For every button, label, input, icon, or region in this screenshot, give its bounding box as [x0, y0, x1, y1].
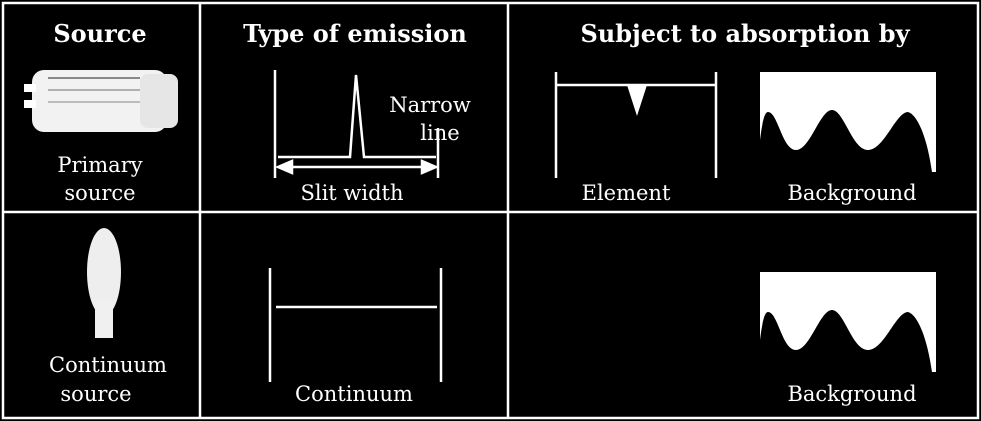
header-subject-to-absorption: Subject to absorption by: [580, 19, 910, 48]
continuum-source-label-line1: Continuum: [49, 353, 167, 377]
slit-width-label: Slit width: [300, 181, 403, 205]
narrow-line-label-line1: Narrow: [389, 93, 471, 117]
primary-source-lamp-icon: [24, 70, 178, 132]
narrow-line-emission-plot: [273, 70, 440, 178]
continuum-label: Continuum: [295, 382, 413, 406]
background-absorption-plot-1: [760, 72, 936, 172]
background-absorption-plot-2: [760, 272, 936, 372]
background-label-2: Background: [787, 382, 916, 406]
primary-source-label-line1: Primary: [57, 153, 142, 177]
continuum-source-lamp-icon: [87, 228, 121, 338]
element-label: Element: [582, 181, 671, 205]
continuum-source-label-line2: source: [60, 382, 131, 406]
background-label-1: Background: [787, 181, 916, 205]
continuum-emission-plot: [268, 268, 443, 382]
header-type-of-emission: Type of emission: [243, 19, 467, 48]
header-source: Source: [53, 19, 146, 48]
primary-source-label-line2: source: [64, 181, 135, 205]
narrow-line-label-line2: line: [420, 121, 459, 145]
element-absorption-plot: [554, 72, 718, 178]
